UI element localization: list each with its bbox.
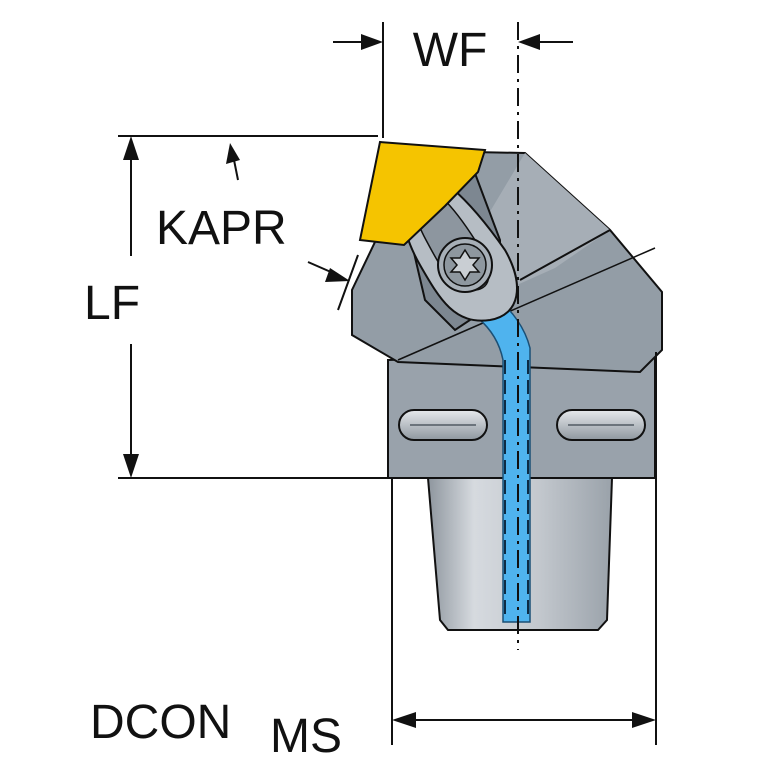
torx-screw-icon (437, 237, 493, 293)
dcon-subscript: MS (270, 710, 342, 763)
dimension-lines (118, 22, 657, 745)
arrow-heads (123, 34, 656, 728)
head-facet (485, 153, 610, 298)
lf-label: LF (84, 277, 140, 330)
slot-icon (398, 409, 646, 441)
cutting-insert (358, 140, 487, 247)
dcon-label: DCON (90, 696, 231, 749)
facet-edge-1 (519, 229, 611, 281)
kapr-reference-line (337, 254, 359, 311)
facet-edge-2 (397, 247, 656, 361)
kapr-label: KAPR (156, 202, 287, 255)
wf-label: WF (413, 24, 488, 77)
